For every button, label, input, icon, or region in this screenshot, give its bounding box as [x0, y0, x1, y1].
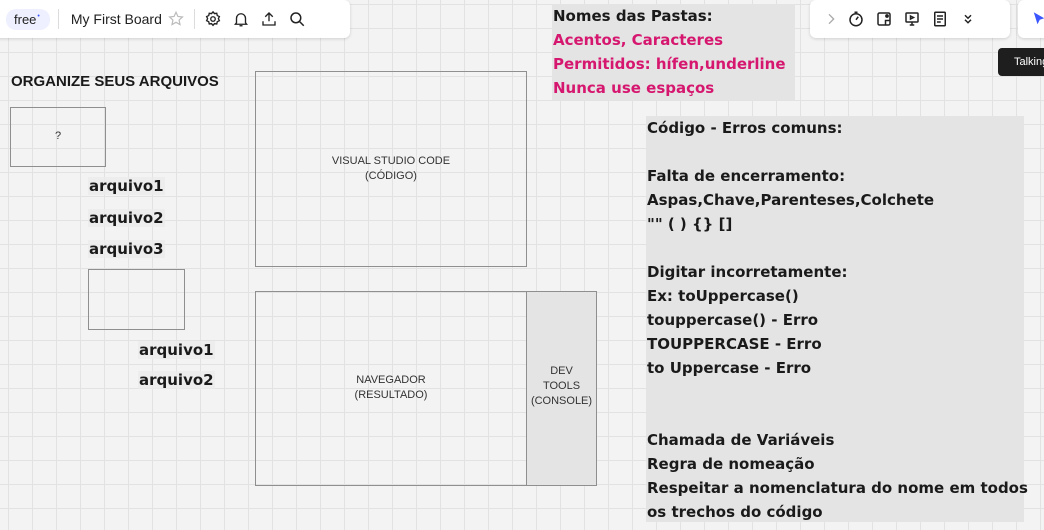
- sticky-line: Falta de encerramento:: [647, 167, 846, 185]
- presentation-icon[interactable]: [901, 8, 923, 30]
- sticky-line: Permitidos: hífen,underline: [553, 55, 786, 73]
- plan-badge[interactable]: free•: [6, 8, 50, 30]
- sticky-line: Código - Erros comuns:: [647, 119, 843, 137]
- sticky-line: to Uppercase - Erro: [647, 359, 812, 377]
- star-icon[interactable]: [165, 8, 187, 30]
- vscode-box[interactable]: VISUAL STUDIO CODE (CÓDIGO): [255, 71, 527, 267]
- search-icon[interactable]: [286, 8, 308, 30]
- sticky-line: Digitar incorretamente:: [647, 263, 848, 281]
- tools-toolbar: [810, 0, 1010, 38]
- sticky-line: [647, 140, 1024, 164]
- notes-icon[interactable]: [929, 8, 951, 30]
- sticky-line: [647, 236, 1024, 260]
- organize-heading: ORGANIZE SEUS ARQUIVOS: [11, 73, 219, 90]
- folder-box-label: ?: [54, 130, 62, 142]
- sticky-line: os trechos do código: [647, 503, 823, 521]
- sticky-note-icon[interactable]: [873, 8, 895, 30]
- tooltip: Talking: [998, 48, 1044, 76]
- sticky-line: [647, 380, 1024, 404]
- devtools-label: DEV TOOLS (CONSOLE): [527, 364, 596, 409]
- sticky-line: TOUPPERCASE - Erro: [647, 335, 822, 353]
- file-item[interactable]: arquivo1: [138, 341, 215, 359]
- sticky-line: Acentos, Caracteres: [553, 31, 724, 49]
- upload-icon[interactable]: [258, 8, 280, 30]
- presence-toolbar: [1018, 0, 1044, 38]
- file-item[interactable]: arquivo2: [138, 371, 215, 389]
- sticky-note-common-errors[interactable]: Código - Erros comuns: Falta de encerram…: [646, 116, 1028, 522]
- board-name[interactable]: My First Board: [70, 11, 162, 27]
- plan-label: free: [14, 11, 37, 27]
- bell-icon[interactable]: [230, 8, 252, 30]
- toolbar-divider: [57, 9, 59, 29]
- timer-icon[interactable]: [845, 8, 867, 30]
- settings-icon[interactable]: [202, 8, 224, 30]
- browser-label-line2: (RESULTADO): [354, 389, 428, 401]
- devtools-label-line3: (CONSOLE): [530, 395, 593, 407]
- sticky-line: Regra de nomeação: [647, 455, 815, 473]
- sticky-line: Nunca use espaços: [553, 79, 715, 97]
- plan-dot: •: [37, 13, 40, 21]
- sticky-line: touppercase() - Erro: [647, 311, 819, 329]
- sticky-title: Nomes das Pastas:: [553, 7, 713, 25]
- sticky-line: Ex: toUppercase(): [647, 287, 799, 305]
- folder-box[interactable]: ?: [10, 107, 106, 167]
- double-chevron-down-icon[interactable]: [957, 8, 979, 30]
- sticky-line: Chamada de Variáveis: [647, 431, 835, 449]
- file-item[interactable]: arquivo2: [88, 209, 165, 227]
- toolbar-divider: [193, 9, 195, 29]
- devtools-box[interactable]: DEV TOOLS (CONSOLE): [526, 291, 597, 486]
- vscode-label-line2: (CÓDIGO): [365, 170, 417, 182]
- chevron-right-icon[interactable]: [823, 8, 839, 30]
- subfolder-box[interactable]: [88, 269, 185, 330]
- sticky-line: Respeitar a nomenclatura do nome em todo…: [647, 479, 1028, 497]
- browser-label: NAVEGADOR (RESULTADO): [256, 373, 526, 403]
- cursor-icon[interactable]: [1028, 8, 1044, 30]
- sticky-note-folder-names[interactable]: Nomes das Pastas: Acentos, Caracteres Pe…: [552, 4, 795, 100]
- browser-label-line1: NAVEGADOR: [356, 374, 426, 386]
- sticky-line: "" ( ) {} []: [647, 215, 733, 233]
- sticky-line: Aspas,Chave,Parenteses,Colchete: [647, 191, 935, 209]
- sticky-line: [647, 404, 1024, 428]
- file-item[interactable]: arquivo1: [88, 177, 165, 195]
- devtools-label-line2: TOOLS: [542, 380, 581, 392]
- sticky-text: Código - Erros comuns: Falta de encerram…: [646, 116, 1028, 521]
- devtools-label-line1: DEV: [550, 365, 573, 377]
- vscode-label: VISUAL STUDIO CODE (CÓDIGO): [256, 154, 526, 184]
- vscode-label-line1: VISUAL STUDIO CODE: [331, 155, 451, 167]
- browser-box[interactable]: NAVEGADOR (RESULTADO): [255, 291, 527, 486]
- file-item[interactable]: arquivo3: [88, 240, 165, 258]
- board-toolbar: free• My First Board: [0, 0, 350, 38]
